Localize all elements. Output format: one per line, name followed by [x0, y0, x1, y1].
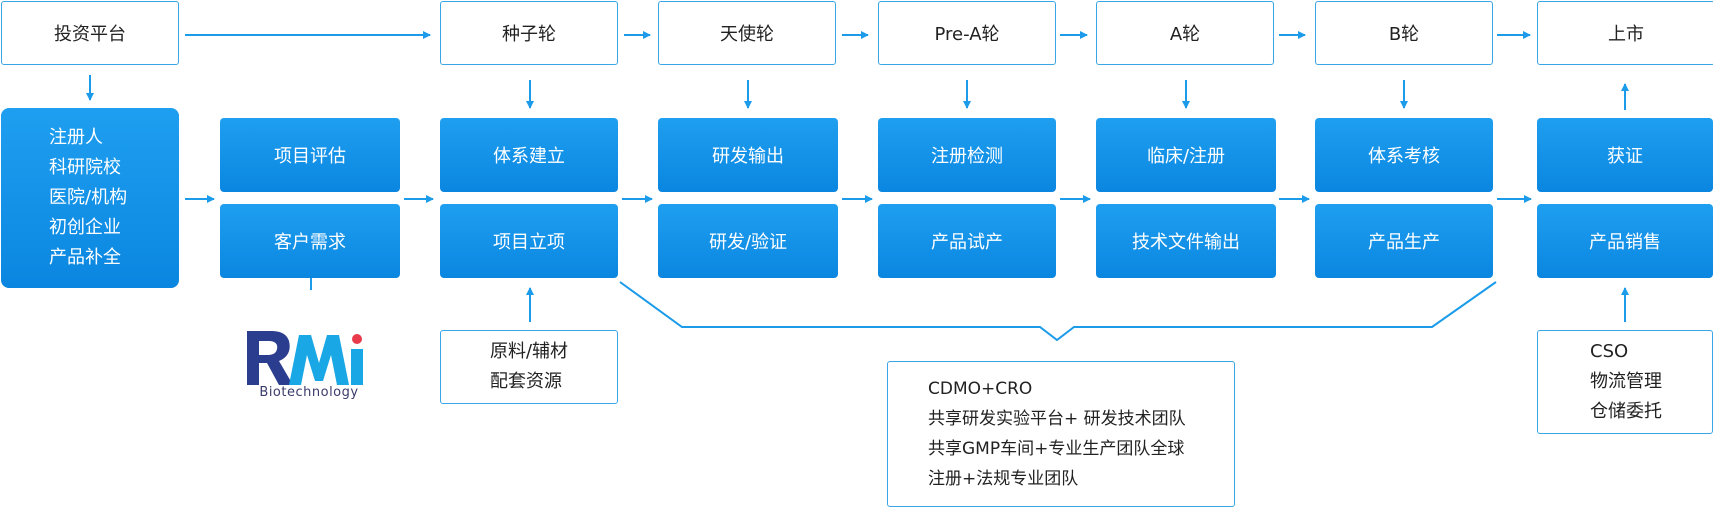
- investor-item: 科研院校: [49, 157, 121, 178]
- cso-item: 物流管理: [1590, 371, 1662, 392]
- block-production: 产品生产: [1315, 204, 1493, 278]
- cso-item: CSO: [1590, 341, 1629, 362]
- cdmo-box: CDMO+CRO 共享研发实验平台+ 研发技术团队 共享GMP车间+专业生产团队…: [887, 361, 1235, 507]
- cdmo-item: 共享研发实验平台+ 研发技术团队: [928, 409, 1186, 429]
- stage-seed: 种子轮: [440, 1, 618, 65]
- block-sales: 产品销售: [1537, 204, 1713, 278]
- block-trial-production: 产品试产: [878, 204, 1056, 278]
- block-system-audit: 体系考核: [1315, 118, 1493, 192]
- stage-pre-a: Pre-A轮: [878, 1, 1056, 65]
- cdmo-item: 共享GMP车间+专业生产团队全球: [928, 439, 1185, 459]
- rmi-logo: [247, 331, 363, 385]
- investor-item: 注册人: [49, 127, 103, 148]
- block-system-setup: 体系建立: [440, 118, 618, 192]
- block-project-evaluation: 项目评估: [220, 118, 400, 192]
- block-project-initiation: 项目立项: [440, 204, 618, 278]
- cso-item: 仓储委托: [1590, 401, 1662, 422]
- block-rd-verification: 研发/验证: [658, 204, 838, 278]
- cdmo-item: 注册+法规专业团队: [928, 469, 1079, 489]
- block-clinical-registration: 临床/注册: [1096, 118, 1276, 192]
- cdmo-item: CDMO+CRO: [928, 379, 1033, 399]
- investor-item: 医院/机构: [49, 187, 128, 208]
- investor-item: 产品补全: [49, 247, 121, 268]
- down-arrows: [86, 75, 1408, 109]
- materials-item: 配套资源: [489, 371, 562, 392]
- materials-box: 原料/辅材 配套资源: [440, 330, 618, 404]
- block-certification: 获证: [1537, 118, 1713, 192]
- block-technical-docs: 技术文件输出: [1096, 204, 1276, 278]
- block-customer-needs: 客户需求: [220, 204, 400, 278]
- cso-box: CSO 物流管理 仓储委托: [1537, 330, 1713, 434]
- stage-ipo: 上市: [1537, 1, 1713, 65]
- stage-investment-platform: 投资平台: [1, 1, 179, 65]
- rmi-logo-subtitle: Biotechnology: [259, 385, 359, 400]
- block-rd-output: 研发输出: [658, 118, 838, 192]
- block-registration-test: 注册检测: [878, 118, 1056, 192]
- stage-a: A轮: [1096, 1, 1274, 65]
- cdmo-brace: [619, 281, 1497, 342]
- investor-box: 注册人 科研院校 医院/机构 初创企业 产品补全: [1, 108, 179, 288]
- investor-item: 初创企业: [49, 217, 121, 238]
- stage-b: B轮: [1315, 1, 1493, 65]
- materials-item: 原料/辅材: [489, 341, 569, 362]
- stage-angel: 天使轮: [658, 1, 836, 65]
